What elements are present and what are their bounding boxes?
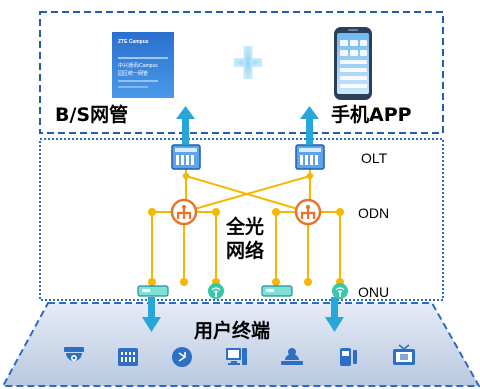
tv-icon [393,344,415,365]
user-terminals-label: 用户终端 [194,320,271,342]
uplink-arrow-icon [176,106,195,145]
network-layer-box [39,138,444,301]
switch-panel-icon [118,348,138,366]
wireless-ap-icon [332,283,348,299]
olt-device-icon [295,144,325,170]
downlink-arrow-icon [142,297,161,332]
fiber-node-dots [148,172,344,286]
olt-layer-label: OLT [361,150,388,166]
all-optical-label-line1: 全光 [226,216,265,238]
desktop-pc-icon [226,348,247,365]
access-control-icon [172,347,192,367]
screen-subtitle-text: 园区统一网管 [118,71,149,77]
video-conference-icon [281,348,303,365]
bs-management-label: B/S网管 [55,104,129,126]
mobile-phone-icon [334,27,372,100]
onu-layer-label: ONU [358,284,390,300]
downlink-arrow-icon [325,297,344,332]
plus-icon [234,46,262,79]
odn-layer-label: ODN [358,205,390,221]
screen-title-text: 中兴通讯iCampus [118,63,158,69]
management-layer-box [39,11,444,134]
splitter-icon [294,198,322,226]
screen-brand-text: ZTE Campus [118,39,149,45]
camera-icon [64,347,84,361]
door-phone-icon [340,348,357,366]
olt-device-icon [171,144,201,170]
all-optical-label-line2: 网络 [226,240,265,262]
mobile-app-label: 手机APP [331,104,412,126]
onu-device-icon [137,285,169,297]
uplink-arrow-icon [300,106,319,145]
wireless-ap-icon [208,283,224,299]
splitter-icon [170,198,198,226]
onu-device-icon [261,285,293,297]
web-management-screen [112,32,174,98]
